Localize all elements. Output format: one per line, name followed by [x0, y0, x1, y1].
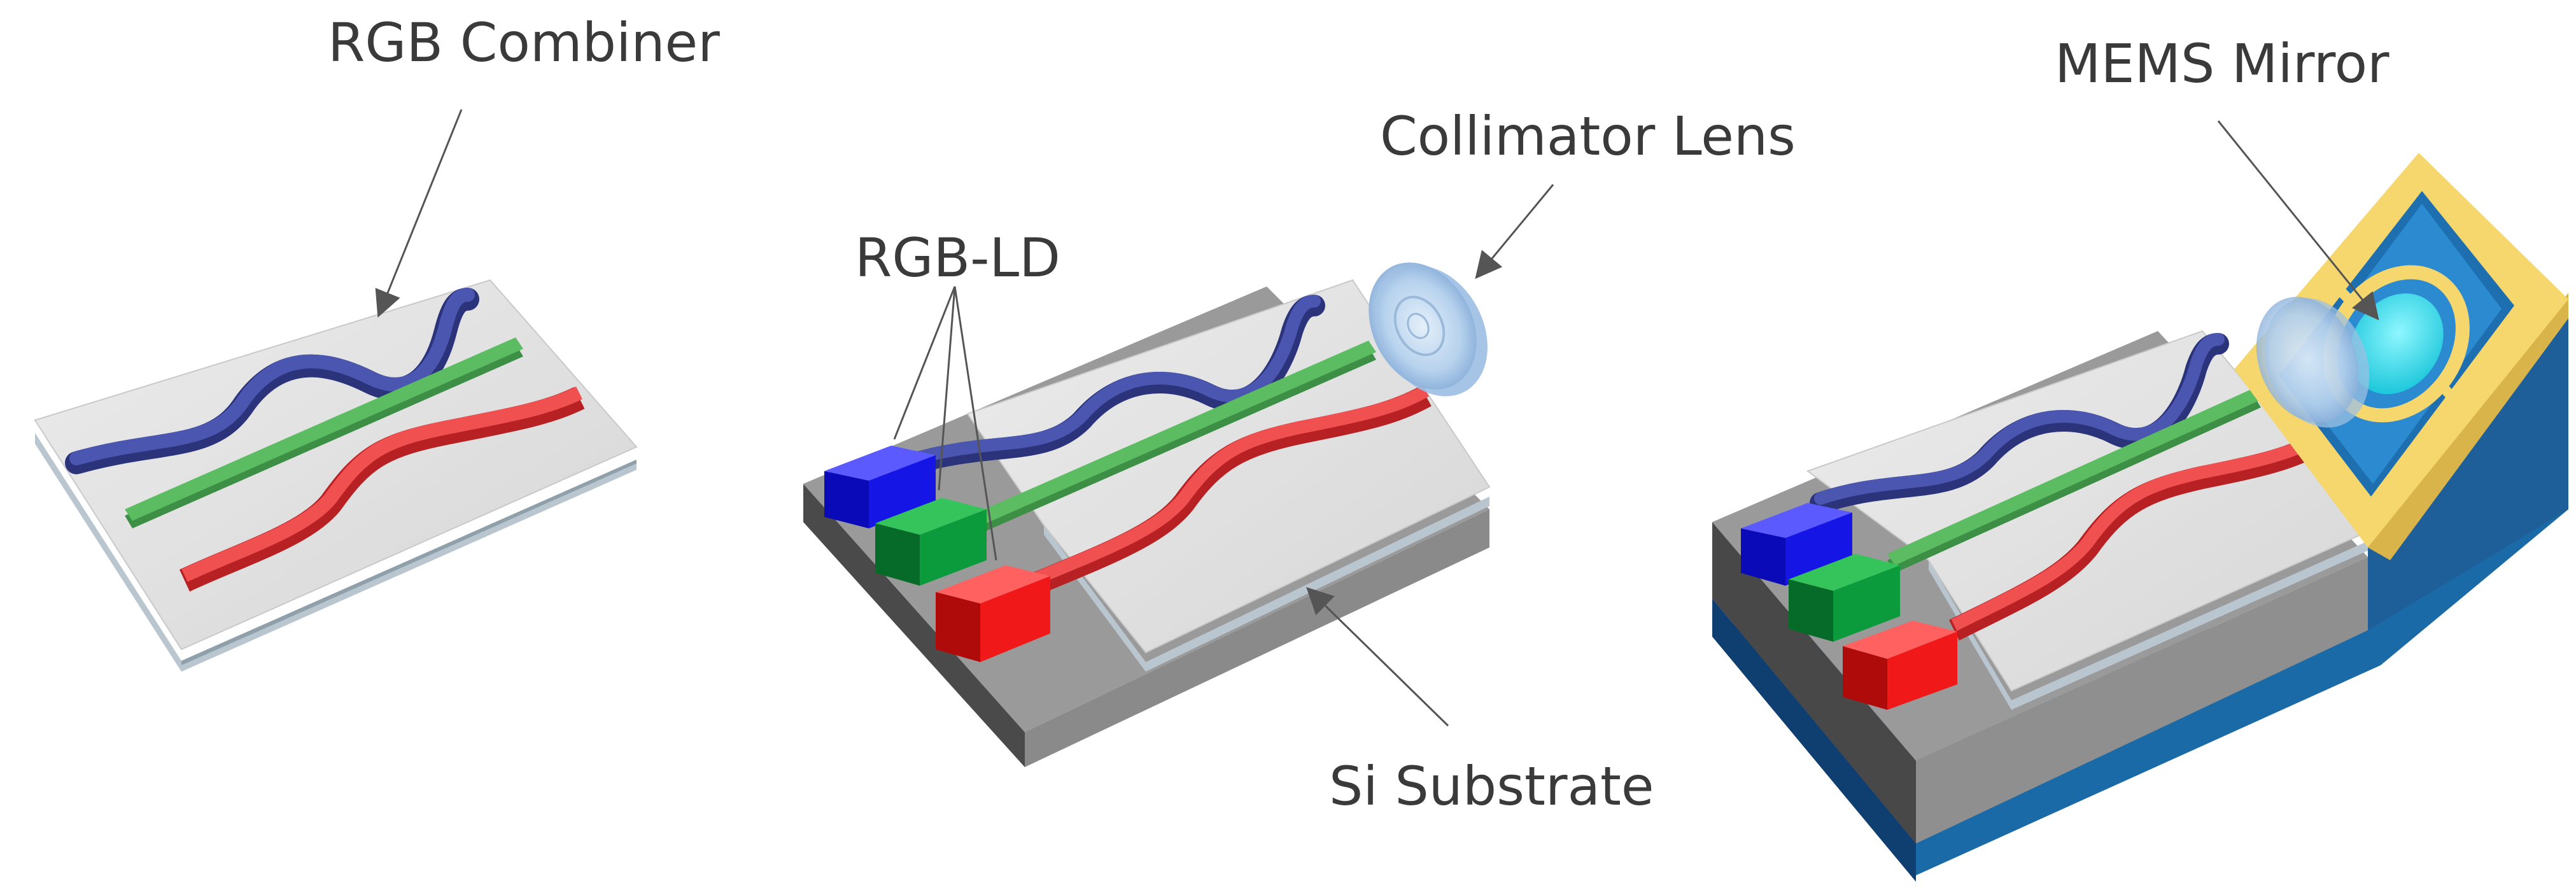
ld-blue — [824, 446, 936, 528]
label-rgb-ld: RGB-LD — [855, 227, 1060, 289]
si-substrate-side — [803, 484, 1025, 767]
leader-rgb-ld-2 — [938, 286, 956, 491]
si-substrate-side — [1712, 522, 1916, 844]
label-si-substrate: Si Substrate — [1329, 755, 1654, 817]
si-substrate-front — [1916, 557, 2368, 844]
leader-rgb-ld-3 — [954, 286, 997, 561]
ld-green — [1789, 554, 1900, 642]
panel-rgb-ld — [803, 262, 1491, 767]
leader-lines — [375, 109, 2379, 727]
leader-rgb-combiner — [375, 109, 463, 318]
label-collimator-lens: Collimator Lens — [1380, 105, 1796, 167]
leader-mems-mirror — [2217, 120, 2379, 321]
leader-rgb-ld-1 — [893, 286, 956, 440]
ld-blue — [1741, 503, 1852, 586]
panel-rgb-combiner — [34, 279, 638, 672]
ld-green — [875, 498, 987, 586]
collimator-lens — [2256, 297, 2370, 428]
collimator-lens — [1369, 262, 1488, 397]
chip-edge-shadow — [181, 460, 637, 665]
label-mems-mirror: MEMS Mirror — [2055, 32, 2389, 95]
leader-collimator-lens — [1475, 184, 1554, 279]
label-rgb-combiner: RGB Combiner — [328, 11, 720, 74]
panel-mems-module — [1712, 153, 2568, 882]
ld-red — [1843, 621, 1957, 710]
ld-red — [936, 565, 1050, 662]
si-substrate-front — [1025, 509, 1489, 767]
mount-side — [1712, 598, 1916, 882]
leader-si-substrate — [1306, 587, 1449, 727]
